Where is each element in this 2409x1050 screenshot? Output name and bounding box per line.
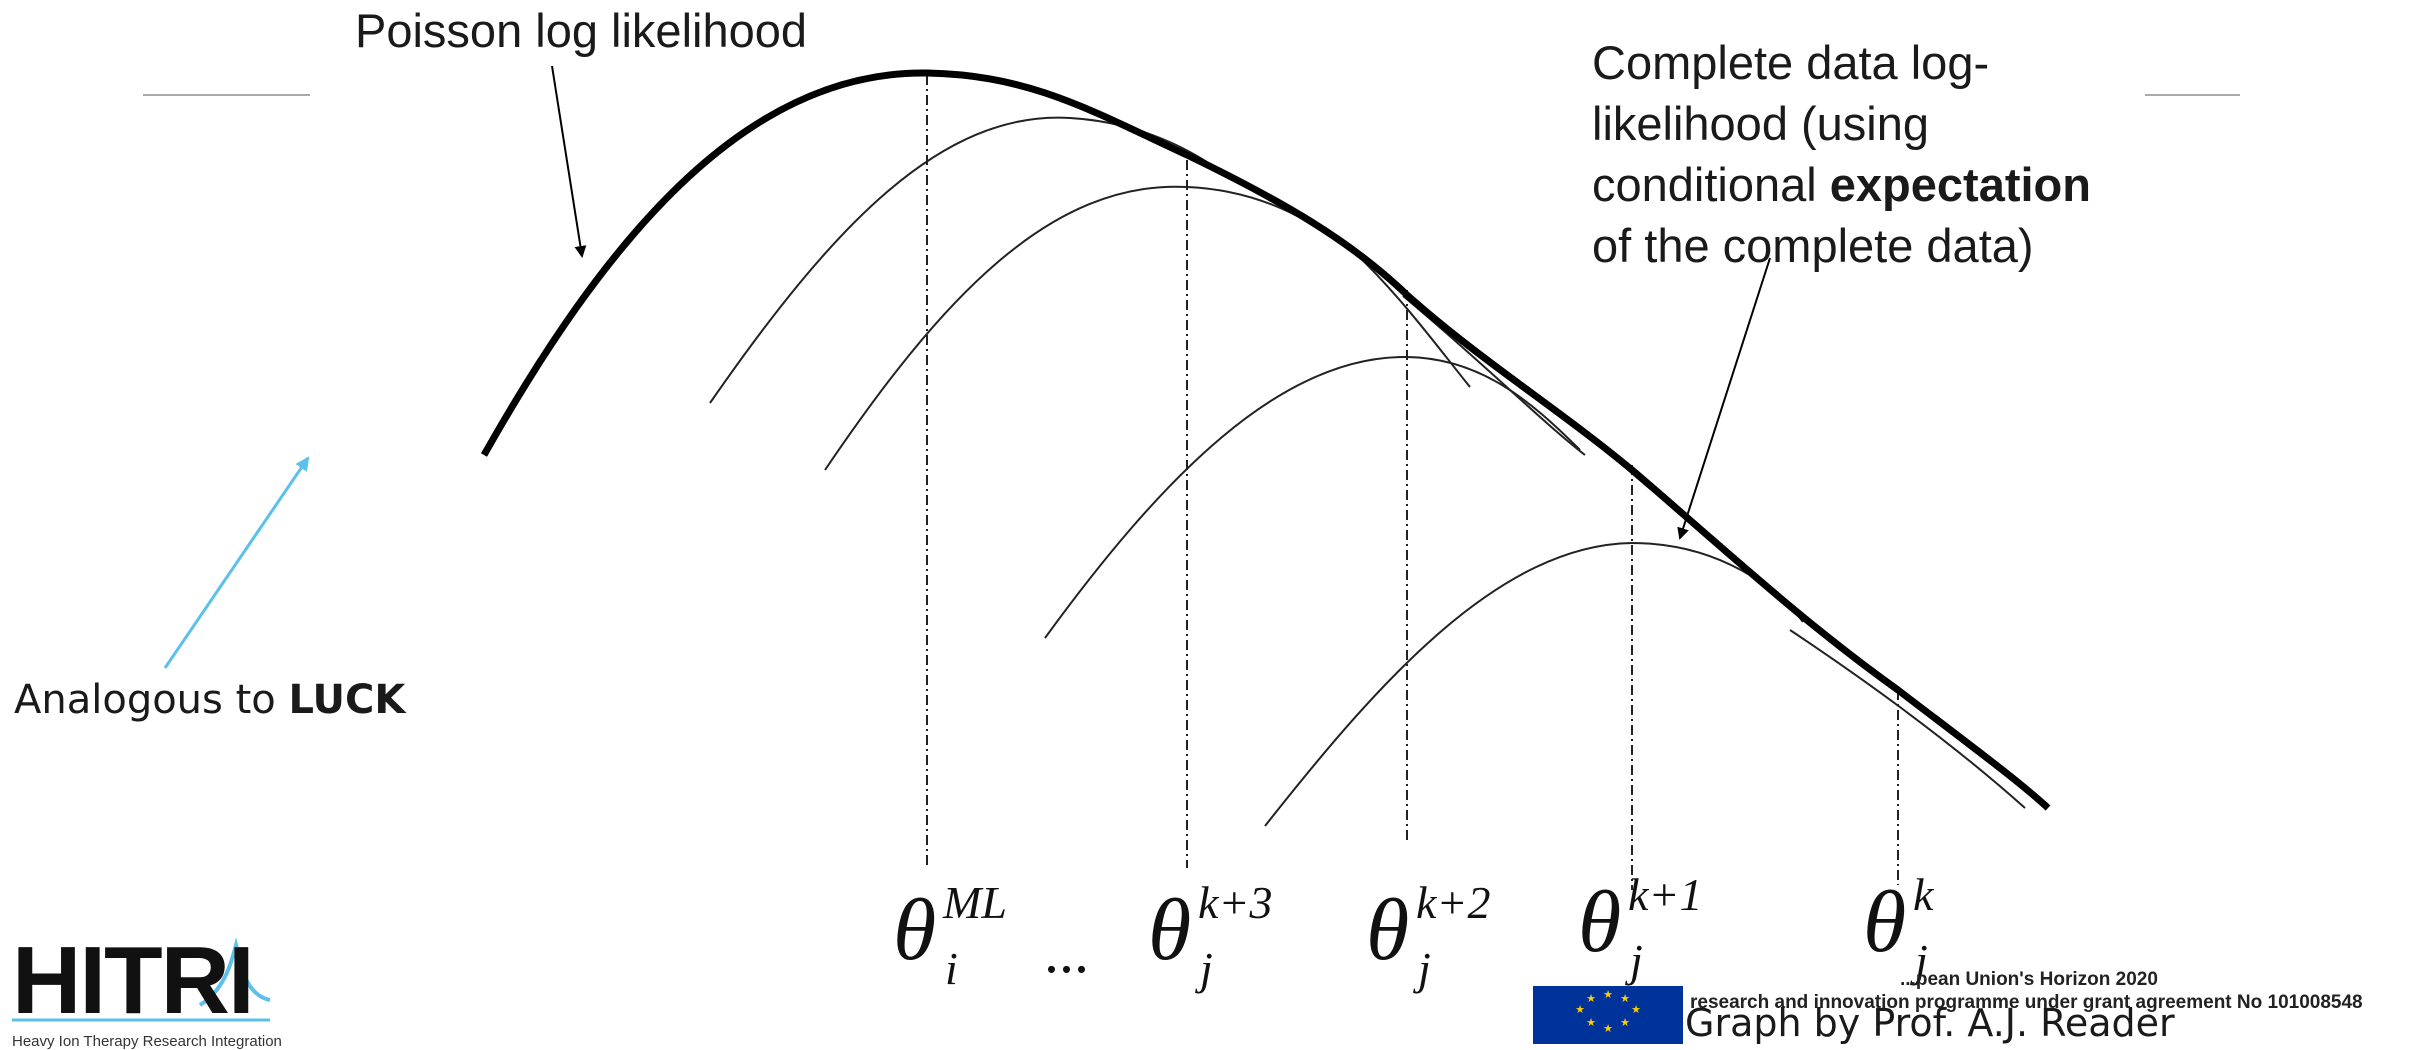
theta-k-sub: j [1915, 935, 1928, 986]
complete-data-line-3-text: conditional [1592, 158, 1830, 211]
theta-ml-label: θ ML i [893, 877, 1007, 994]
funding-line-2: research and innovation programme under … [1690, 992, 2363, 1013]
svg-text:★: ★ [1603, 988, 1613, 1001]
surrogate-curve-4 [1264, 541, 1804, 827]
complete-data-line-2: likelihood (using [1592, 97, 1930, 150]
surrogate-curve-5 [1402, 295, 1586, 456]
luck-label-text: Analogous to [14, 677, 289, 723]
theta-ml-base: θ [893, 882, 937, 979]
surrogate-curve-1 [709, 116, 1217, 404]
theta-k-label: θ k j [1863, 869, 1933, 986]
luck-bold: LUCK [288, 677, 406, 723]
svg-text:★: ★ [1575, 1003, 1585, 1016]
complete-data-arrow [1677, 257, 1771, 540]
theta-k3-sub: j [1200, 943, 1213, 994]
svg-text:★: ★ [1620, 1016, 1630, 1029]
funding-line-1: ...pean Union's Horizon 2020 [1900, 969, 2158, 990]
theta-k2-base: θ [1366, 882, 1410, 979]
theta-k3-sup: k+3 [1198, 877, 1273, 928]
poisson-arrow [551, 65, 587, 258]
svg-text:★: ★ [1586, 992, 1596, 1005]
poisson-label: Poisson log likelihood [355, 4, 808, 57]
svg-text:★: ★ [1603, 1022, 1613, 1035]
surrogate-curve-2 [824, 185, 1471, 471]
hitri-logo-word: HITRI [12, 927, 255, 1034]
luck-label: Analogous to LUCK [14, 677, 405, 723]
svg-text:★: ★ [1586, 1016, 1596, 1029]
ellipsis: ... [1044, 919, 1089, 985]
theta-k-base: θ [1863, 874, 1907, 971]
eu-flag-icon: ★ ★ ★ ★ ★ ★ ★ ★ [1533, 986, 1683, 1044]
svg-text:★: ★ [1631, 1003, 1641, 1016]
complete-data-label: Complete data log- likelihood (using con… [1592, 32, 2091, 276]
hitri-logo-tagline: Heavy Ion Therapy Research Integration [12, 1033, 282, 1050]
theta-k2-label: θ k+2 j [1366, 877, 1490, 994]
theta-k1-base: θ [1578, 874, 1622, 971]
graph-credit: Graph by Prof. A.J. Reader [1685, 1001, 2175, 1045]
theta-k1-label: θ k+1 j [1578, 869, 1702, 986]
luck-arrow [163, 456, 310, 669]
expectation-bold: expectation [1829, 158, 2091, 211]
theta-ml-sub: i [945, 943, 958, 994]
theta-k3-label: θ k+3 j [1148, 877, 1272, 994]
theta-ml-sup: ML [943, 877, 1007, 928]
complete-data-line-1: Complete data log- [1592, 36, 1990, 89]
svg-text:★: ★ [1620, 992, 1630, 1005]
funding-statement: ...pean Union's Horizon 2020 research an… [1690, 968, 2363, 1014]
surrogate-tail [1789, 629, 2026, 809]
complete-data-line-4: of the complete data) [1592, 219, 2034, 272]
theta-k3-base: θ [1148, 882, 1192, 979]
logo-swoosh [198, 937, 271, 1007]
theta-k1-sup: k+1 [1628, 869, 1703, 920]
theta-k1-sub: j [1630, 935, 1643, 986]
poisson-curve [480, 69, 2051, 811]
surrogate-curve-3 [1044, 355, 1581, 639]
theta-k2-sub: j [1418, 943, 1431, 994]
hitri-logo: HITRI Heavy Ion Therapy Research Integra… [12, 933, 282, 1050]
theta-k2-sup: k+2 [1416, 877, 1491, 928]
complete-data-line-3: conditional expectation [1592, 154, 2091, 215]
theta-k-sup: k [1913, 869, 1934, 920]
